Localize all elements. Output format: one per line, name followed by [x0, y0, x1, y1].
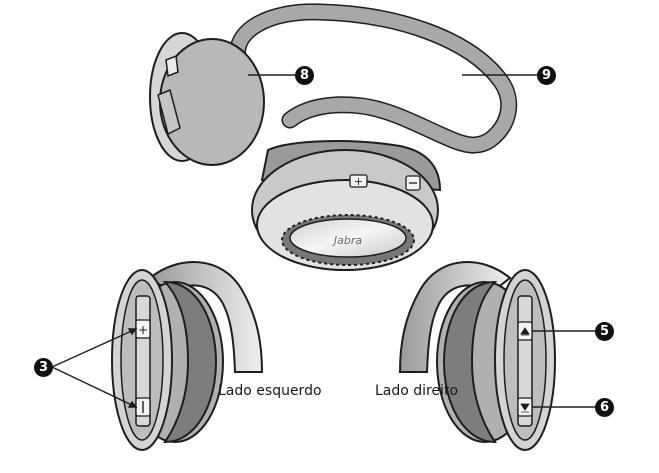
neckband [228, 3, 518, 154]
left-headband-arm [148, 261, 264, 373]
callout-5: 5 [595, 322, 614, 341]
left-side-caption: Lado esquerdo [218, 383, 322, 399]
right-earcup-top: + Jabra [251, 140, 442, 271]
leader-lines [51, 74, 595, 408]
plus-icon: + [138, 323, 148, 337]
forward-icon [520, 327, 530, 336]
brand-logo: Jabra [332, 234, 362, 247]
right-side-earcup [398, 261, 556, 451]
full-headset: + Jabra [149, 3, 518, 271]
top-plus-button[interactable] [349, 174, 368, 188]
callout-8: 8 [295, 66, 314, 85]
right-headband-arm [398, 261, 512, 373]
back-icon [520, 403, 530, 413]
callout-3: 3 [34, 358, 53, 377]
callout-9: 9 [537, 66, 556, 85]
top-plus-glyph: + [354, 175, 363, 188]
callout-6: 6 [595, 398, 614, 417]
left-earcup-top [149, 32, 265, 166]
right-side-caption: Lado direito [375, 383, 459, 399]
left-side-earcup: + [111, 261, 264, 451]
